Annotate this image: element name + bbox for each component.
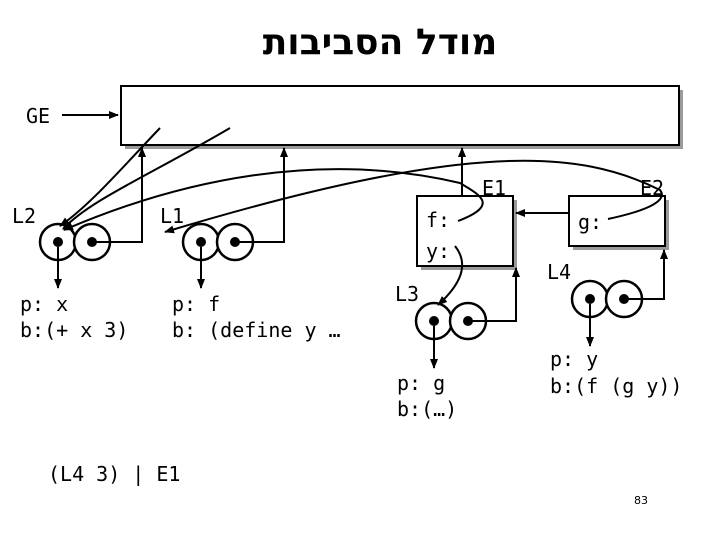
l4-label: L4 xyxy=(547,260,572,284)
l3-env-arrow xyxy=(468,267,520,322)
l1-code-dot xyxy=(196,237,206,247)
l1-params: p: f xyxy=(172,292,221,316)
e1-binding-y: y: xyxy=(426,239,451,263)
l2-label: L2 xyxy=(12,204,37,228)
global-environment-frame xyxy=(120,85,680,146)
l3-body: b:(…) xyxy=(397,397,458,421)
l1-body: b: (define y … xyxy=(172,318,341,342)
l4-params: p: y xyxy=(550,347,599,371)
l4-body: b:(f (g y)) xyxy=(550,374,683,398)
l2-params: p: x xyxy=(20,292,69,316)
slide-title: מודל הסביבות xyxy=(262,22,498,63)
ge-binding-to-l1-arrow xyxy=(62,127,231,230)
e1-label: E1 xyxy=(482,176,507,200)
l1-label: L1 xyxy=(160,204,185,228)
l3-label: L3 xyxy=(395,282,420,306)
l2-env-arrow xyxy=(92,147,146,243)
e2-frame xyxy=(568,195,666,247)
l3-params: p: g xyxy=(397,371,446,395)
evaluation-expression: (L4 3) | E1 xyxy=(48,462,181,486)
g-binding-to-l4-arrow xyxy=(164,159,663,234)
l2-code-dot xyxy=(53,237,63,247)
e1-frame xyxy=(416,195,514,267)
e1-binding-f: f: xyxy=(426,208,451,232)
l3-code-dot xyxy=(429,316,439,326)
e2-label: E2 xyxy=(640,176,665,200)
f-binding-to-l2-arrow xyxy=(63,168,484,231)
l1-env-arrow xyxy=(235,147,288,243)
y-binding-to-l3-arrow xyxy=(437,245,464,306)
slide-number: 83 xyxy=(634,494,648,507)
l2-body: b:(+ x 3) xyxy=(20,318,129,342)
ge-label: GE xyxy=(26,104,51,128)
l4-env-arrow xyxy=(624,249,668,300)
ge-binding-to-l2-arrow xyxy=(59,127,161,227)
l4-code-dot xyxy=(585,294,595,304)
e2-binding-g: g: xyxy=(578,210,603,234)
